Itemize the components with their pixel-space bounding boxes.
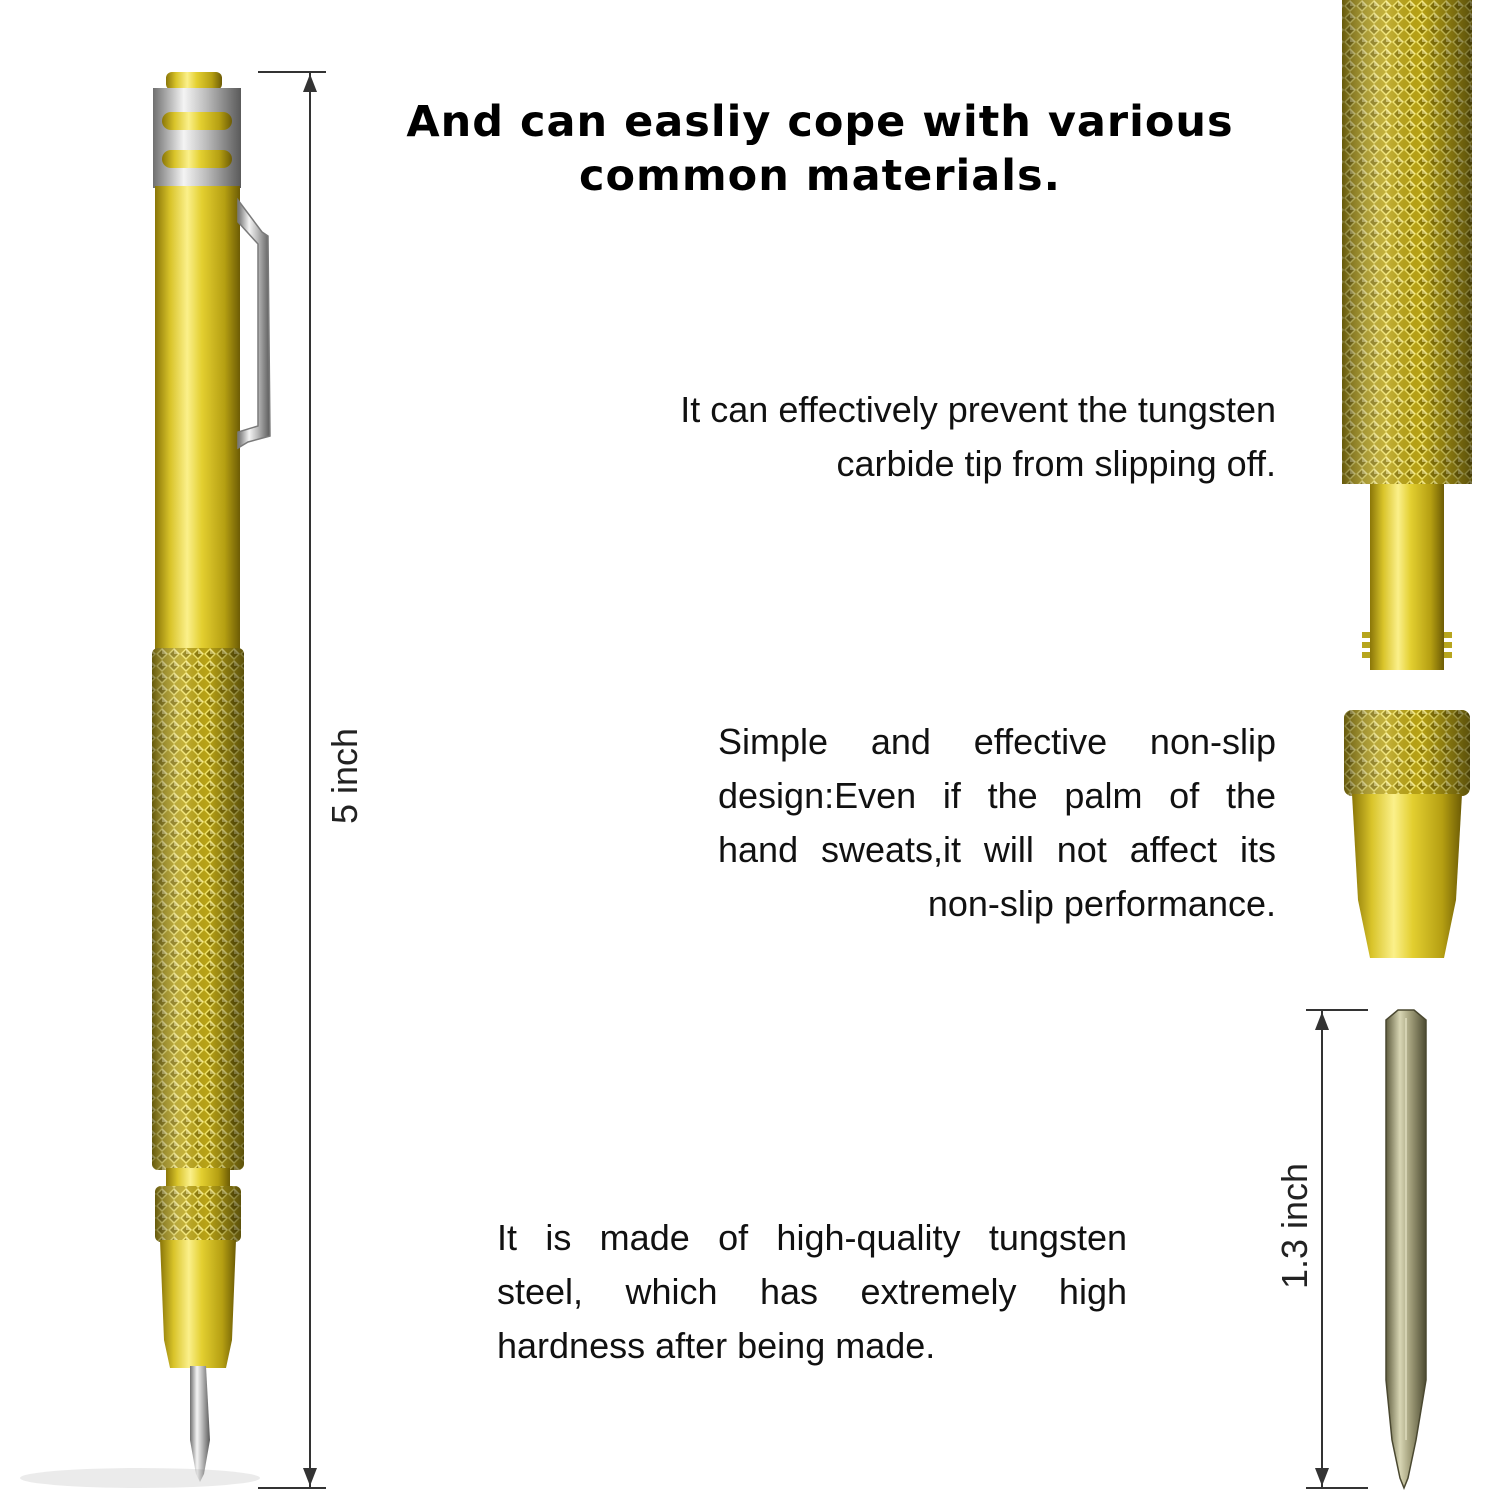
collar-detail xyxy=(1344,710,1470,958)
headline-line-1: And can easliy cope with various xyxy=(406,97,1234,147)
headline: And can easliy cope with various common … xyxy=(330,95,1310,203)
carbide-tip xyxy=(190,1366,210,1482)
nose-detail xyxy=(1352,794,1462,958)
feature-tungsten-steel: It is made of high-quality tungsten stee… xyxy=(497,1217,1127,1366)
cap-slot-1 xyxy=(162,112,232,130)
cap-slot-2 xyxy=(162,150,232,168)
grip-detail-neck xyxy=(1370,484,1444,670)
carbide-insert-detail xyxy=(1385,1009,1427,1491)
feature-anti-slip-tip: It can effectively prevent the tungsten … xyxy=(680,389,1276,484)
tapered-nose xyxy=(160,1240,236,1368)
length-dimension-line xyxy=(258,71,326,1489)
grip-detail xyxy=(1342,0,1472,670)
full-scriber-pen xyxy=(20,72,271,1488)
pen-body xyxy=(155,186,240,650)
feature-non-slip-grip: Simple and effective non-slip design:Eve… xyxy=(718,721,1276,924)
tip-dimension-line xyxy=(1306,1009,1368,1489)
grip-neck xyxy=(166,1168,230,1188)
tip-length-label: 1.3 inch xyxy=(1274,1162,1315,1290)
pocket-clip xyxy=(237,197,271,450)
total-length-label: 5 inch xyxy=(324,727,365,825)
cap-band xyxy=(153,88,241,188)
headline-line-2: common materials. xyxy=(579,151,1061,201)
cap-top xyxy=(166,72,222,90)
